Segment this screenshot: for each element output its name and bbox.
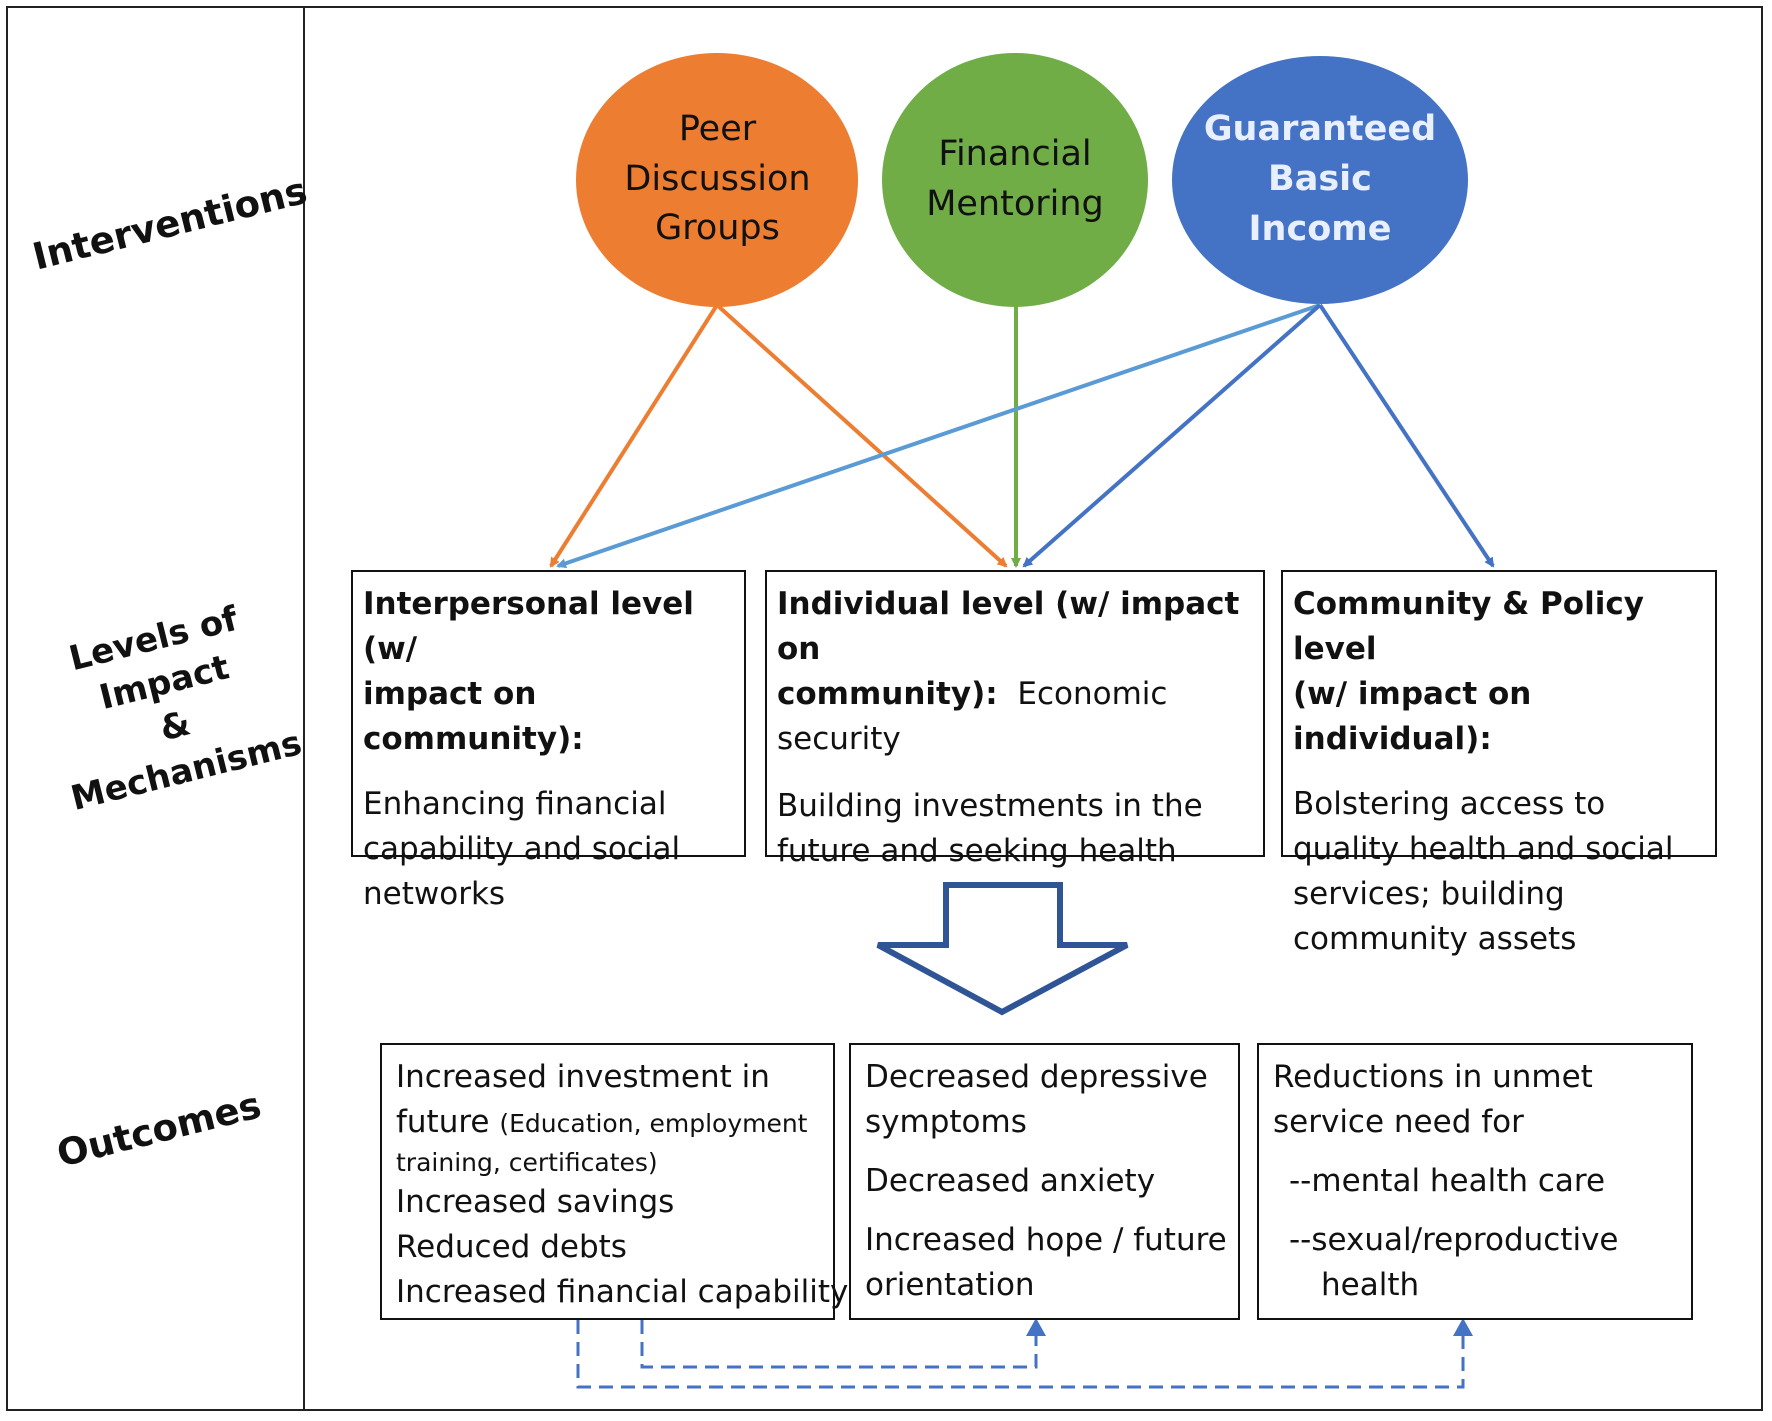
economic-line3-small: training, certificates) xyxy=(396,1147,658,1177)
interpersonal-heading-line1: Interpersonal level (w/ xyxy=(363,586,694,667)
arrow-gbi-to-community xyxy=(1318,303,1495,568)
mental-line1: Decreased depressive xyxy=(865,1059,1208,1095)
big-down-arrow xyxy=(876,882,1129,1016)
economic-line2-main: future xyxy=(396,1103,490,1140)
economic-line4: Increased savings xyxy=(396,1183,675,1220)
interpersonal-heading-line2: impact on community): xyxy=(363,675,584,757)
intervention-peer-discussion-groups: Peer Discussion Groups xyxy=(576,52,859,307)
services-line2: service need for xyxy=(1273,1103,1524,1140)
interpersonal-body: Enhancing financial capability and socia… xyxy=(363,785,681,912)
peer-groups-ellipse xyxy=(576,53,858,307)
level-box-individual: Individual level (w/ impact on community… xyxy=(765,570,1265,869)
peer-line1: Peer xyxy=(678,108,757,149)
economic-line6: Increased financial capability xyxy=(396,1273,849,1310)
dashed-arrowhead-mental xyxy=(1026,1318,1046,1336)
level-box-community-policy: Community & Policy level (w/ impact on i… xyxy=(1281,570,1717,957)
economic-line1: Increased investment in xyxy=(396,1059,770,1095)
community-heading-line2: (w/ impact on individual): xyxy=(1293,675,1532,757)
outcome-box-mental-health: Decreased depressive symptoms Decreased … xyxy=(849,1043,1240,1320)
financial-line2: Mentoring xyxy=(926,183,1104,224)
economic-line2: future (Education, employment xyxy=(396,1100,825,1145)
outcome-box-economic: Increased investment in future (Educatio… xyxy=(380,1043,849,1320)
level-box-interpersonal: Interpersonal level (w/ impact on commun… xyxy=(351,570,746,912)
guaranteed-income-ellipse xyxy=(1172,56,1468,304)
economic-line2-small: (Education, employment xyxy=(499,1108,808,1138)
financial-mentoring-ellipse xyxy=(882,53,1148,307)
mental-line4: Increased hope / future xyxy=(865,1221,1227,1258)
intervention-financial-mentoring: Financial Mentoring xyxy=(882,52,1148,307)
individual-heading-line1: Individual level (w/ impact on xyxy=(777,586,1240,667)
services-line3: --mental health care xyxy=(1289,1162,1606,1199)
arrow-peer-to-individual xyxy=(715,303,1008,568)
services-line1: Reductions in unmet xyxy=(1273,1059,1593,1095)
gbi-line3: Income xyxy=(1248,208,1392,249)
mental-line2: symptoms xyxy=(865,1103,1027,1140)
mental-line5: orientation xyxy=(865,1266,1035,1303)
individual-inline-text: Economic security xyxy=(777,675,1168,757)
label-column-divider xyxy=(303,6,305,1411)
peer-line2: Discussion xyxy=(624,158,811,199)
services-line4: --sexual/reproductive xyxy=(1289,1221,1619,1258)
economic-line5: Reduced debts xyxy=(396,1228,627,1265)
gbi-line1: Guaranteed xyxy=(1203,109,1437,150)
dashed-arrow-economic-to-mental xyxy=(640,1320,1038,1369)
dashed-arrow-economic-to-services xyxy=(576,1320,1465,1389)
individual-body: Building investments in the future and s… xyxy=(777,787,1203,869)
mental-line3: Decreased anxiety xyxy=(865,1162,1156,1199)
community-body: Bolstering access to quality health and … xyxy=(1293,785,1674,957)
intervention-guaranteed-basic-income: Guaranteed Basic Income xyxy=(1170,55,1470,305)
arrow-gbi-to-interpersonal xyxy=(556,303,1321,569)
outcome-box-services: Reductions in unmet service need for --m… xyxy=(1257,1043,1693,1320)
diagram-frame xyxy=(6,6,1763,1411)
services-line5: health xyxy=(1321,1266,1420,1303)
financial-line1: Financial xyxy=(938,133,1092,174)
individual-heading-line2: community): xyxy=(777,675,998,712)
gbi-line2: Basic xyxy=(1268,159,1372,200)
arrow-gbi-to-individual xyxy=(1022,303,1322,568)
peer-line3: Groups xyxy=(655,208,780,249)
dashed-arrowhead-services xyxy=(1453,1318,1473,1336)
arrow-peer-to-interpersonal xyxy=(549,303,719,568)
community-heading-line1: Community & Policy level xyxy=(1293,586,1644,667)
